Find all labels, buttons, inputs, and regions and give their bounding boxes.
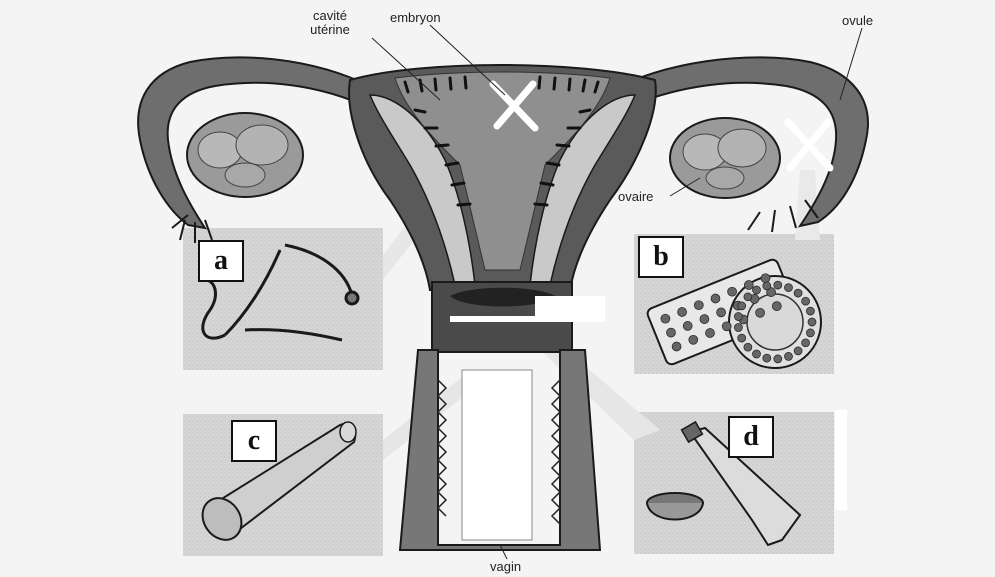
- label-ovule: ovule: [842, 14, 873, 28]
- pill-dot: [689, 335, 698, 344]
- pill-dot: [738, 302, 746, 310]
- pill-dot: [744, 343, 752, 351]
- pill-dot: [806, 329, 814, 337]
- pill-dot: [774, 281, 782, 289]
- pill-dot: [722, 322, 731, 331]
- pill-dot: [667, 328, 676, 337]
- pill-dot: [683, 321, 692, 330]
- label-embryon: embryon: [390, 11, 441, 25]
- pill-dot: [738, 334, 746, 342]
- vaginal-lumen: [462, 370, 532, 540]
- pill-dot: [806, 307, 814, 315]
- pill-dot: [706, 329, 715, 338]
- pill-dot: [802, 297, 810, 305]
- left-ovary: [187, 113, 303, 197]
- pill-dot: [744, 281, 753, 290]
- cross-mark-ovule: [788, 122, 830, 168]
- pill-dot: [774, 355, 782, 363]
- pill-dot: [672, 342, 681, 351]
- pill-dot: [785, 284, 793, 292]
- pill-dot: [802, 339, 810, 347]
- label-cavite-uterine: cavité utérine: [295, 9, 365, 37]
- white-margin-right: [835, 410, 847, 510]
- label-vagin: vagin: [490, 560, 521, 574]
- panel-label-b: b: [638, 236, 684, 278]
- pill-dot: [772, 302, 781, 311]
- pill-dot: [717, 308, 726, 317]
- pill-dot: [794, 289, 802, 297]
- pill-dot: [785, 352, 793, 360]
- white-marker-line: [450, 316, 540, 322]
- pill-dot: [711, 294, 720, 303]
- white-marker-bar: [535, 296, 605, 322]
- panel-label-a: a: [198, 240, 244, 282]
- pill-dot: [763, 282, 771, 290]
- label-cavite-line1: cavité: [295, 9, 365, 23]
- pill-dot: [694, 301, 703, 310]
- pill-dot: [756, 308, 765, 317]
- panel-label-d: d: [728, 416, 774, 458]
- pill-dot: [678, 308, 687, 317]
- pill-dot: [761, 274, 770, 283]
- pill-dot: [728, 287, 737, 296]
- pill-dot: [700, 315, 709, 324]
- diaphragm-cup: [647, 493, 703, 520]
- pill-dot: [661, 314, 670, 323]
- pill-dot: [734, 324, 742, 332]
- panel-label-c: c: [231, 420, 277, 462]
- pill-dot: [734, 313, 742, 321]
- pill-dot: [808, 318, 816, 326]
- label-cavite-line2: utérine: [295, 23, 365, 37]
- pill-dot: [763, 354, 771, 362]
- label-ovaire: ovaire: [618, 190, 653, 204]
- pill-dot: [753, 350, 761, 358]
- pill-dot: [794, 347, 802, 355]
- pill-dot: [744, 293, 752, 301]
- pill-dot: [753, 286, 761, 294]
